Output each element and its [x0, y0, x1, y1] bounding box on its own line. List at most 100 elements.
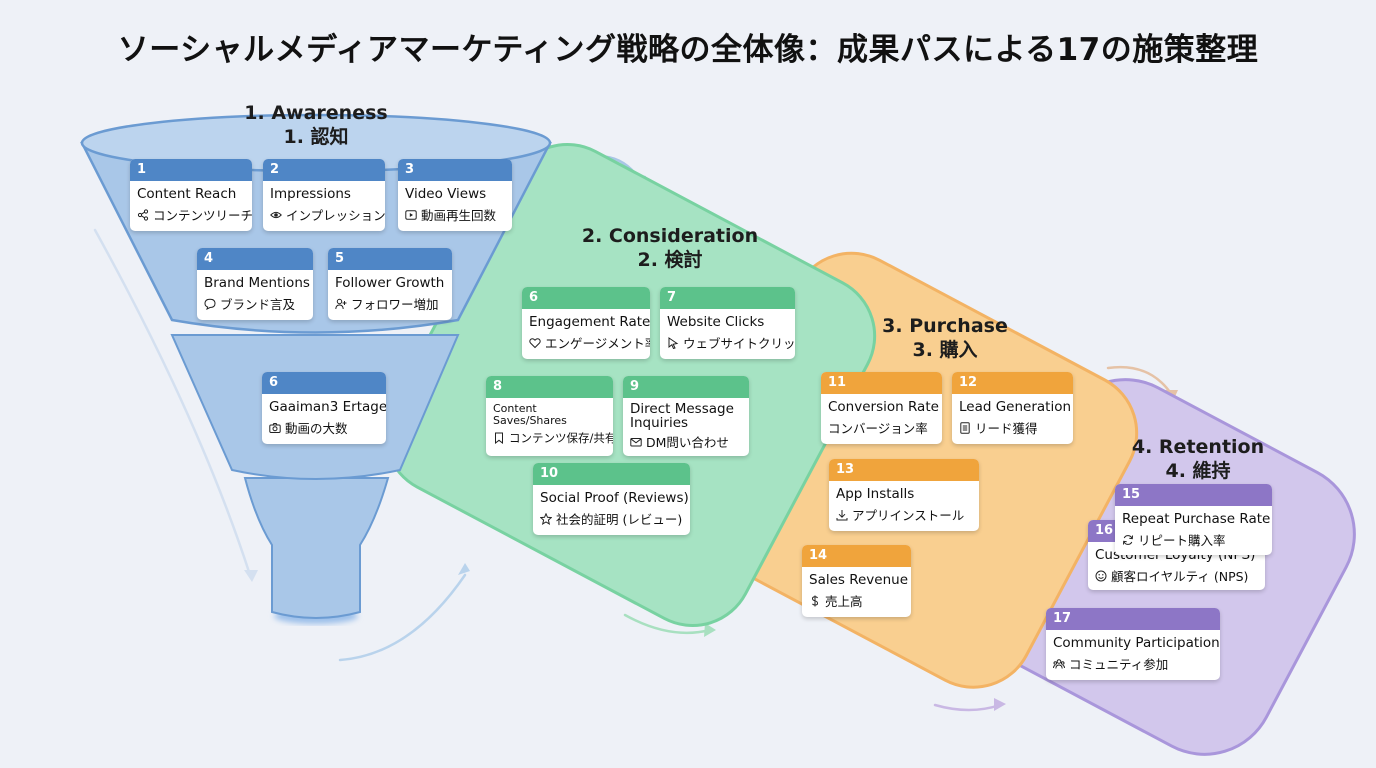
card-label-ja-row: フォロワー増加	[328, 291, 452, 313]
metric-card-video-views[interactable]: 3 Video Views 動画再生回数	[398, 159, 512, 231]
metric-card-app-installs[interactable]: 13 App Installs アプリインストール	[829, 459, 979, 531]
stage-title-en: 4. Retention	[1131, 436, 1265, 458]
stage-title-retention: 4. Retention 4. 維持	[1098, 435, 1298, 483]
card-label-ja: DM問い合わせ	[646, 435, 729, 450]
card-label-en: Direct Message Inquiries	[630, 401, 734, 431]
metric-card-engagement-rate[interactable]: 6 Engagement Rate エンゲージメント率	[522, 287, 650, 359]
card-label-ja-row: 動画の大数	[262, 415, 386, 437]
card-label-ja: コンテンツ保存/共有	[509, 431, 613, 445]
card-label-ja: 売上高	[825, 594, 863, 609]
card-label-ja: インプレッション	[286, 208, 385, 223]
card-label-ja: リピート購入率	[1138, 533, 1226, 548]
metric-card-content-saves[interactable]: 8 Content Saves/Shares コンテンツ保存/共有	[486, 376, 613, 456]
dollar-icon	[811, 595, 819, 606]
card-label-ja: ブランド言及	[220, 297, 296, 312]
card-label-ja: ウェブサイトクリック	[683, 336, 795, 351]
arrowhead-5	[704, 623, 716, 637]
card-label-en: Website Clicks	[667, 314, 765, 330]
metric-card-social-proof[interactable]: 10 Social Proof (Reviews) 社会的証明 (レビュー)	[533, 463, 690, 535]
card-label-en: Conversion Rate	[828, 399, 939, 415]
card-number: 5	[328, 248, 452, 270]
card-label-en: Gaaiman3 Ertage	[269, 399, 386, 415]
card-number: 2	[263, 159, 385, 181]
play-icon	[405, 209, 417, 220]
card-label-en: App Installs	[836, 486, 915, 502]
card-number: 9	[623, 376, 749, 398]
card-label-en: Content Reach	[137, 186, 237, 202]
card-label-ja-row: ウェブサイトクリック	[660, 330, 795, 352]
card-label-ja-row: エンゲージメント率	[522, 330, 650, 352]
card-number: 6	[522, 287, 650, 309]
document-icon	[960, 421, 970, 434]
metric-card-impressions[interactable]: 2 Impressions インプレッション	[263, 159, 385, 231]
stage-title-purchase: 3. Purchase 3. 購入	[845, 314, 1045, 362]
eye-icon	[270, 211, 282, 218]
card-number: 10	[533, 463, 690, 485]
card-label-ja: 社会的証明 (レビュー)	[556, 512, 683, 527]
card-number: 4	[197, 248, 313, 270]
metric-card-sales-revenue[interactable]: 14 Sales Revenue 売上高	[802, 545, 911, 617]
card-label-ja-row: 動画再生回数	[398, 202, 512, 224]
card-label-en: Follower Growth	[335, 275, 445, 291]
flow-arrow-4	[338, 573, 467, 662]
funnel-bottom-section	[243, 477, 390, 619]
stage-title-ja: 4. 維持	[1165, 460, 1231, 482]
card-label-ja-row: DM問い合わせ	[623, 430, 749, 451]
envelope-icon	[630, 437, 642, 446]
arrowhead-7	[244, 570, 258, 582]
card-label-ja: コンバージョン率	[828, 421, 928, 436]
metric-card-lead-generation[interactable]: 12 Lead Generation リード獲得	[952, 372, 1073, 444]
heart-icon	[529, 337, 541, 348]
download-icon	[836, 509, 848, 520]
card-label-ja: アプリインストール	[852, 508, 965, 523]
card-label-ja-row: コミュニティ参加	[1046, 651, 1220, 673]
metric-card-content-reach[interactable]: 1 Content Reach コンテンツリーチ	[130, 159, 252, 231]
card-label-en: Lead Generation	[959, 399, 1072, 415]
card-label-ja-row: リード獲得	[952, 415, 1073, 437]
stage-title-en: 3. Purchase	[882, 315, 1008, 337]
metric-card-follower-growth[interactable]: 5 Follower Growth フォロワー増加	[328, 248, 452, 320]
metric-card-repeat-purchase-rate[interactable]: 15 Repeat Purchase Rate リピート購入率	[1115, 484, 1272, 555]
card-label-en: Brand Mentions	[204, 275, 310, 291]
smile-icon	[1095, 570, 1107, 581]
metric-card-conversion-rate[interactable]: 11 Conversion Rate コンバージョン率	[821, 372, 942, 444]
stage-title-ja: 1. 認知	[283, 126, 349, 148]
card-label-ja: コミュニティ参加	[1069, 657, 1169, 672]
card-number: 3	[398, 159, 512, 181]
stage-title-ja: 2. 検討	[637, 249, 703, 271]
card-label-en: Content Saves/Shares	[493, 402, 567, 427]
card-label-ja: フォロワー増加	[351, 297, 439, 312]
flow-arrow-7	[93, 228, 252, 577]
card-label-en: Sales Revenue	[809, 572, 909, 588]
metric-card-6-awareness[interactable]: 6 Gaaiman3 Ertage 動画の大数	[262, 372, 386, 444]
card-label-ja-row: コンテンツリーチ	[130, 202, 252, 224]
metric-card-community-participation[interactable]: 17 Community Participation コミュニティ参加	[1046, 608, 1220, 680]
group-icon	[1053, 658, 1065, 669]
card-label-ja-row: コンテンツ保存/共有	[486, 427, 613, 446]
stage-title-en: 1. Awareness	[244, 102, 388, 124]
metric-card-dm-inquiries[interactable]: 9 Direct Message Inquiries DM問い合わせ	[623, 376, 749, 456]
card-label-en: Engagement Rate	[529, 314, 650, 330]
stage-title-en: 2. Consideration	[581, 225, 759, 247]
card-label-ja: リード獲得	[975, 421, 1038, 436]
card-label-ja: 顧客ロイヤルティ (NPS)	[1111, 569, 1249, 584]
add-user-icon	[335, 298, 347, 309]
card-label-en: Repeat Purchase Rate	[1122, 511, 1271, 527]
card-label-ja: 動画の大数	[285, 421, 348, 436]
card-number: 7	[660, 287, 795, 309]
card-label-ja-row: 社会的証明 (レビュー)	[533, 506, 690, 528]
stage-title-ja: 3. 購入	[912, 339, 978, 361]
card-label-en: Community Participation	[1053, 635, 1220, 651]
card-number: 1	[130, 159, 252, 181]
metric-card-website-clicks[interactable]: 7 Website Clicks ウェブサイトクリック	[660, 287, 795, 359]
arrowhead-4	[458, 563, 470, 575]
share-icon	[137, 208, 149, 221]
bookmark-icon	[495, 432, 503, 444]
flow-arrow-6	[933, 703, 1002, 712]
cursor-icon	[668, 336, 679, 349]
card-number: 14	[802, 545, 911, 567]
flow-arrow-3	[1106, 365, 1174, 397]
card-label-ja: コンテンツリーチ	[153, 208, 252, 223]
metric-card-brand-mentions[interactable]: 4 Brand Mentions ブランド言及	[197, 248, 313, 320]
